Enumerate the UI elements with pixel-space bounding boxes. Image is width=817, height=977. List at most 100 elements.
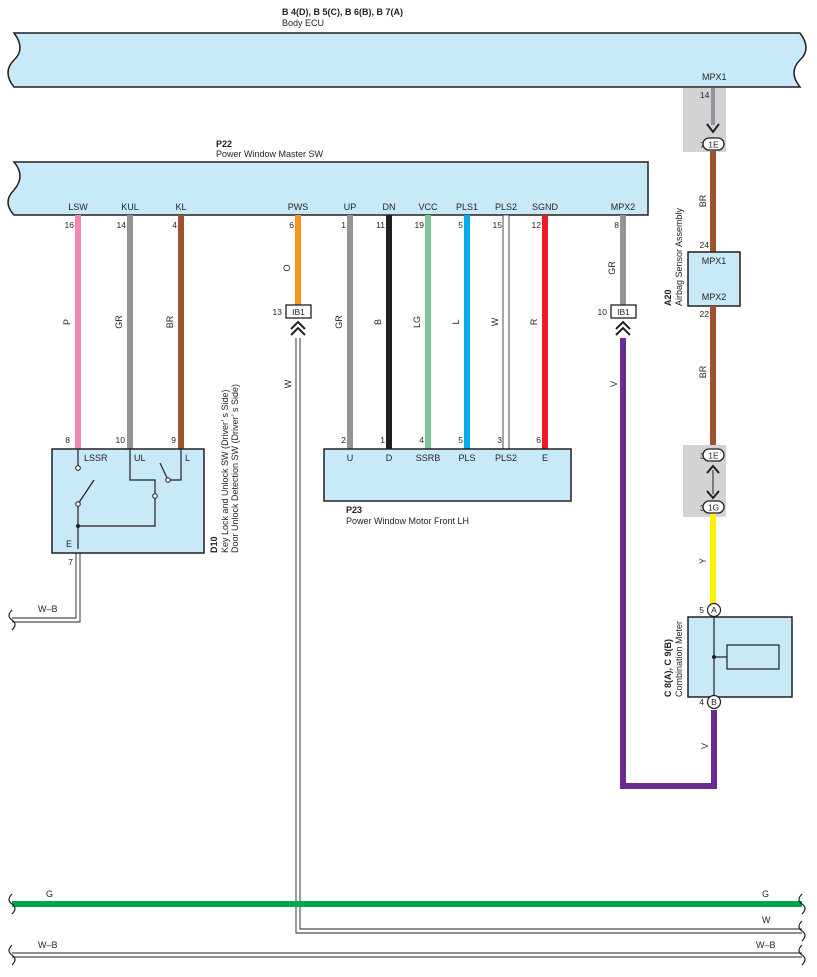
meter-pin-b-num: 4 [699, 697, 704, 707]
ib1-pws-label: IB1 [292, 307, 305, 317]
airbag-pin2-num: 22 [700, 309, 710, 319]
wire-vcc-lightgreen [425, 215, 431, 449]
door-pin-num-ul: 10 [116, 435, 126, 445]
pin-label-lsw: LSW [68, 202, 88, 212]
airbag-pin1-label: MPX1 [702, 256, 727, 266]
pin-label-sgnd: SGND [532, 202, 559, 212]
wire-color-wb-right: W–B [756, 940, 776, 950]
wire-color-g-left: G [46, 889, 53, 899]
meter-junction [712, 655, 716, 659]
wire-color-wb-door: W–B [38, 604, 58, 614]
wire-color-w-pws: W [283, 379, 293, 388]
airbag-code: A20 [663, 289, 673, 306]
wire-color-w-pls2: W [490, 317, 500, 326]
wire-color-r: R [529, 318, 539, 325]
wire-color-gr-mpx2: GR [607, 261, 617, 275]
pin-num-dn: 11 [376, 220, 385, 230]
body-ecu-mpx1-pin: 14 [700, 90, 710, 100]
pin-num-pls2: 15 [493, 220, 503, 230]
meter-code: C 8(A), C 9(B) [663, 639, 673, 697]
connector-1e-top [702, 137, 725, 151]
motor-pin-num-pls: 5 [458, 435, 463, 445]
pin-label-kul: KUL [121, 202, 139, 212]
motor-pin-label-d: D [386, 453, 393, 463]
wire-door-e-outline-b [12, 553, 81, 623]
motor-pin-num-d: 1 [380, 435, 385, 445]
door-pin-label-lssr: LSSR [84, 453, 108, 463]
airbag-pin2-label: MPX2 [702, 292, 727, 302]
motor-pin-num-u: 2 [341, 435, 346, 445]
wire-y-yellow [710, 514, 716, 604]
wire-br-lower [710, 306, 716, 447]
wire-pws-white-outline-b [299, 338, 802, 930]
motor-pin-label-u: U [347, 453, 354, 463]
wire-pws-white-outline-a [295, 338, 802, 934]
master-sw-box [7, 161, 649, 216]
wire-color-v-meter: V [700, 743, 710, 749]
body-ecu-codes: B 4(D), B 5(C), B 6(B), B 7(A) [282, 7, 403, 17]
ib1-pws-pin: 13 [273, 307, 283, 317]
wire-color-w-right: W [762, 915, 771, 925]
wire-dn-black [386, 215, 392, 449]
motor-pin-label-pls: PLS [458, 453, 475, 463]
ib1-connector-pws [285, 304, 312, 319]
wire-door-e-outline-a [12, 553, 77, 619]
meter-pin-a-num: 5 [699, 605, 704, 615]
wire-g-green [12, 901, 802, 907]
door-pin-num-e: 7 [68, 557, 73, 567]
pin-num-mpx2: 8 [614, 220, 619, 230]
door-switch-nodes [75, 465, 171, 507]
wire-color-p: P [62, 319, 72, 325]
motor-pin-label-ssrb: SSRB [416, 453, 441, 463]
wire-color-b: B [373, 319, 383, 325]
pin-label-pls2: PLS2 [495, 202, 517, 212]
double-arrow-icon-1e-1g [706, 464, 720, 500]
door-pin-label-e: E [66, 539, 72, 549]
door-switch-junction [76, 524, 80, 528]
wire-mpx2-grey [620, 215, 626, 305]
master-sw-name: Power Window Master SW [216, 149, 324, 159]
wire-pws-orange [295, 215, 301, 305]
ib1-mpx2-label: IB1 [617, 307, 630, 317]
motor-pin-num-pls2: 3 [497, 435, 502, 445]
motor-box [323, 448, 572, 502]
door-pin-label-l: L [185, 453, 190, 463]
airbag-pin1-num: 24 [700, 240, 710, 250]
wire-color-gr-up: GR [334, 315, 344, 329]
wire-mpx1-grey [711, 88, 715, 125]
wire-kul-grey [127, 215, 133, 449]
wire-color-g-right: G [762, 889, 769, 899]
master-sw-code: P22 [216, 139, 232, 149]
door-pin-label-ul: UL [134, 453, 146, 463]
door-pin-num-l: 9 [171, 435, 176, 445]
wire-color-o: O [282, 264, 292, 271]
wire-color-y: Y [698, 558, 708, 564]
wire-mpx2-violet [620, 338, 717, 789]
pin-label-kl: KL [175, 202, 186, 212]
wire-color-wb-left: W–B [38, 940, 58, 950]
break-mark-white-right [798, 920, 806, 942]
connector-1g [702, 500, 725, 514]
break-mark-wb-right [798, 944, 806, 966]
pin-label-vcc: VCC [418, 202, 438, 212]
pin-num-vcc: 19 [415, 220, 425, 230]
wire-color-l: L [451, 319, 461, 324]
wire-color-gr-kul: GR [114, 315, 124, 329]
door-switch-internal [77, 449, 182, 549]
pin-label-mpx2: MPX2 [611, 202, 636, 212]
wire-up-grey [347, 215, 353, 449]
pin-num-pws: 6 [289, 220, 294, 230]
ib1-connector-mpx2 [610, 304, 637, 319]
conn-1g-label: 1G [708, 503, 719, 513]
body-ecu-name: Body ECU [282, 18, 324, 28]
body-ecu-box [7, 32, 807, 88]
pin-num-sgnd: 12 [532, 220, 542, 230]
pin-num-up: 1 [341, 220, 346, 230]
door-switch-name-1: Key Lock and Unlock SW (Driver’ s Side) [220, 389, 230, 553]
wire-kl-brown [178, 215, 184, 449]
ib1-mpx2-pin: 10 [598, 307, 608, 317]
pin-num-kl: 4 [172, 220, 177, 230]
pin-label-pls1: PLS1 [456, 202, 478, 212]
motor-pin-num-ssrb: 4 [419, 435, 424, 445]
